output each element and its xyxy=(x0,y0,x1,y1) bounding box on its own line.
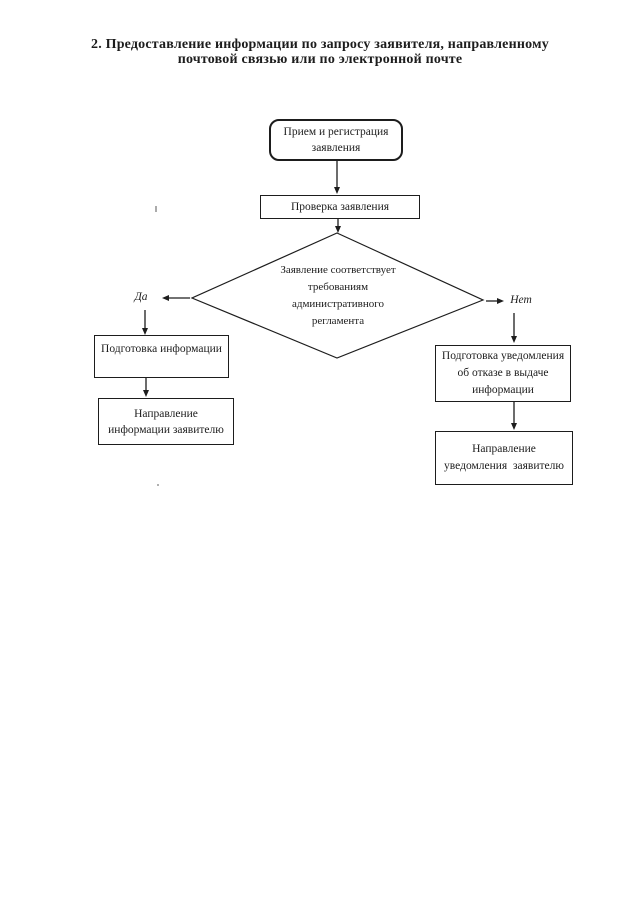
decision-diamond xyxy=(190,232,485,359)
flow-node-send-information: Направление информации заявителю xyxy=(98,398,234,445)
scan-artifact xyxy=(157,484,159,486)
page-title: 2. Предоставление информации по запросу … xyxy=(91,37,549,67)
branch-label-yes: Да xyxy=(134,291,148,303)
flow-node-decision-label: Заявление соответствует требованиям адми… xyxy=(280,264,396,327)
flow-node-receive-registration: Прием и регистрация заявления xyxy=(269,119,403,161)
flow-node-send-refusal-notice: Направление уведомления заявителю xyxy=(435,431,573,485)
flow-node-prepare-refusal-notice: Подготовка уведомления об отказе в выдач… xyxy=(435,345,571,402)
flow-node-check-application: Проверка заявления xyxy=(260,195,420,219)
scan-artifact xyxy=(155,206,157,212)
flow-node-prepare-information: Подготовка информации xyxy=(94,335,229,378)
branch-label-no: Нет xyxy=(510,294,532,306)
